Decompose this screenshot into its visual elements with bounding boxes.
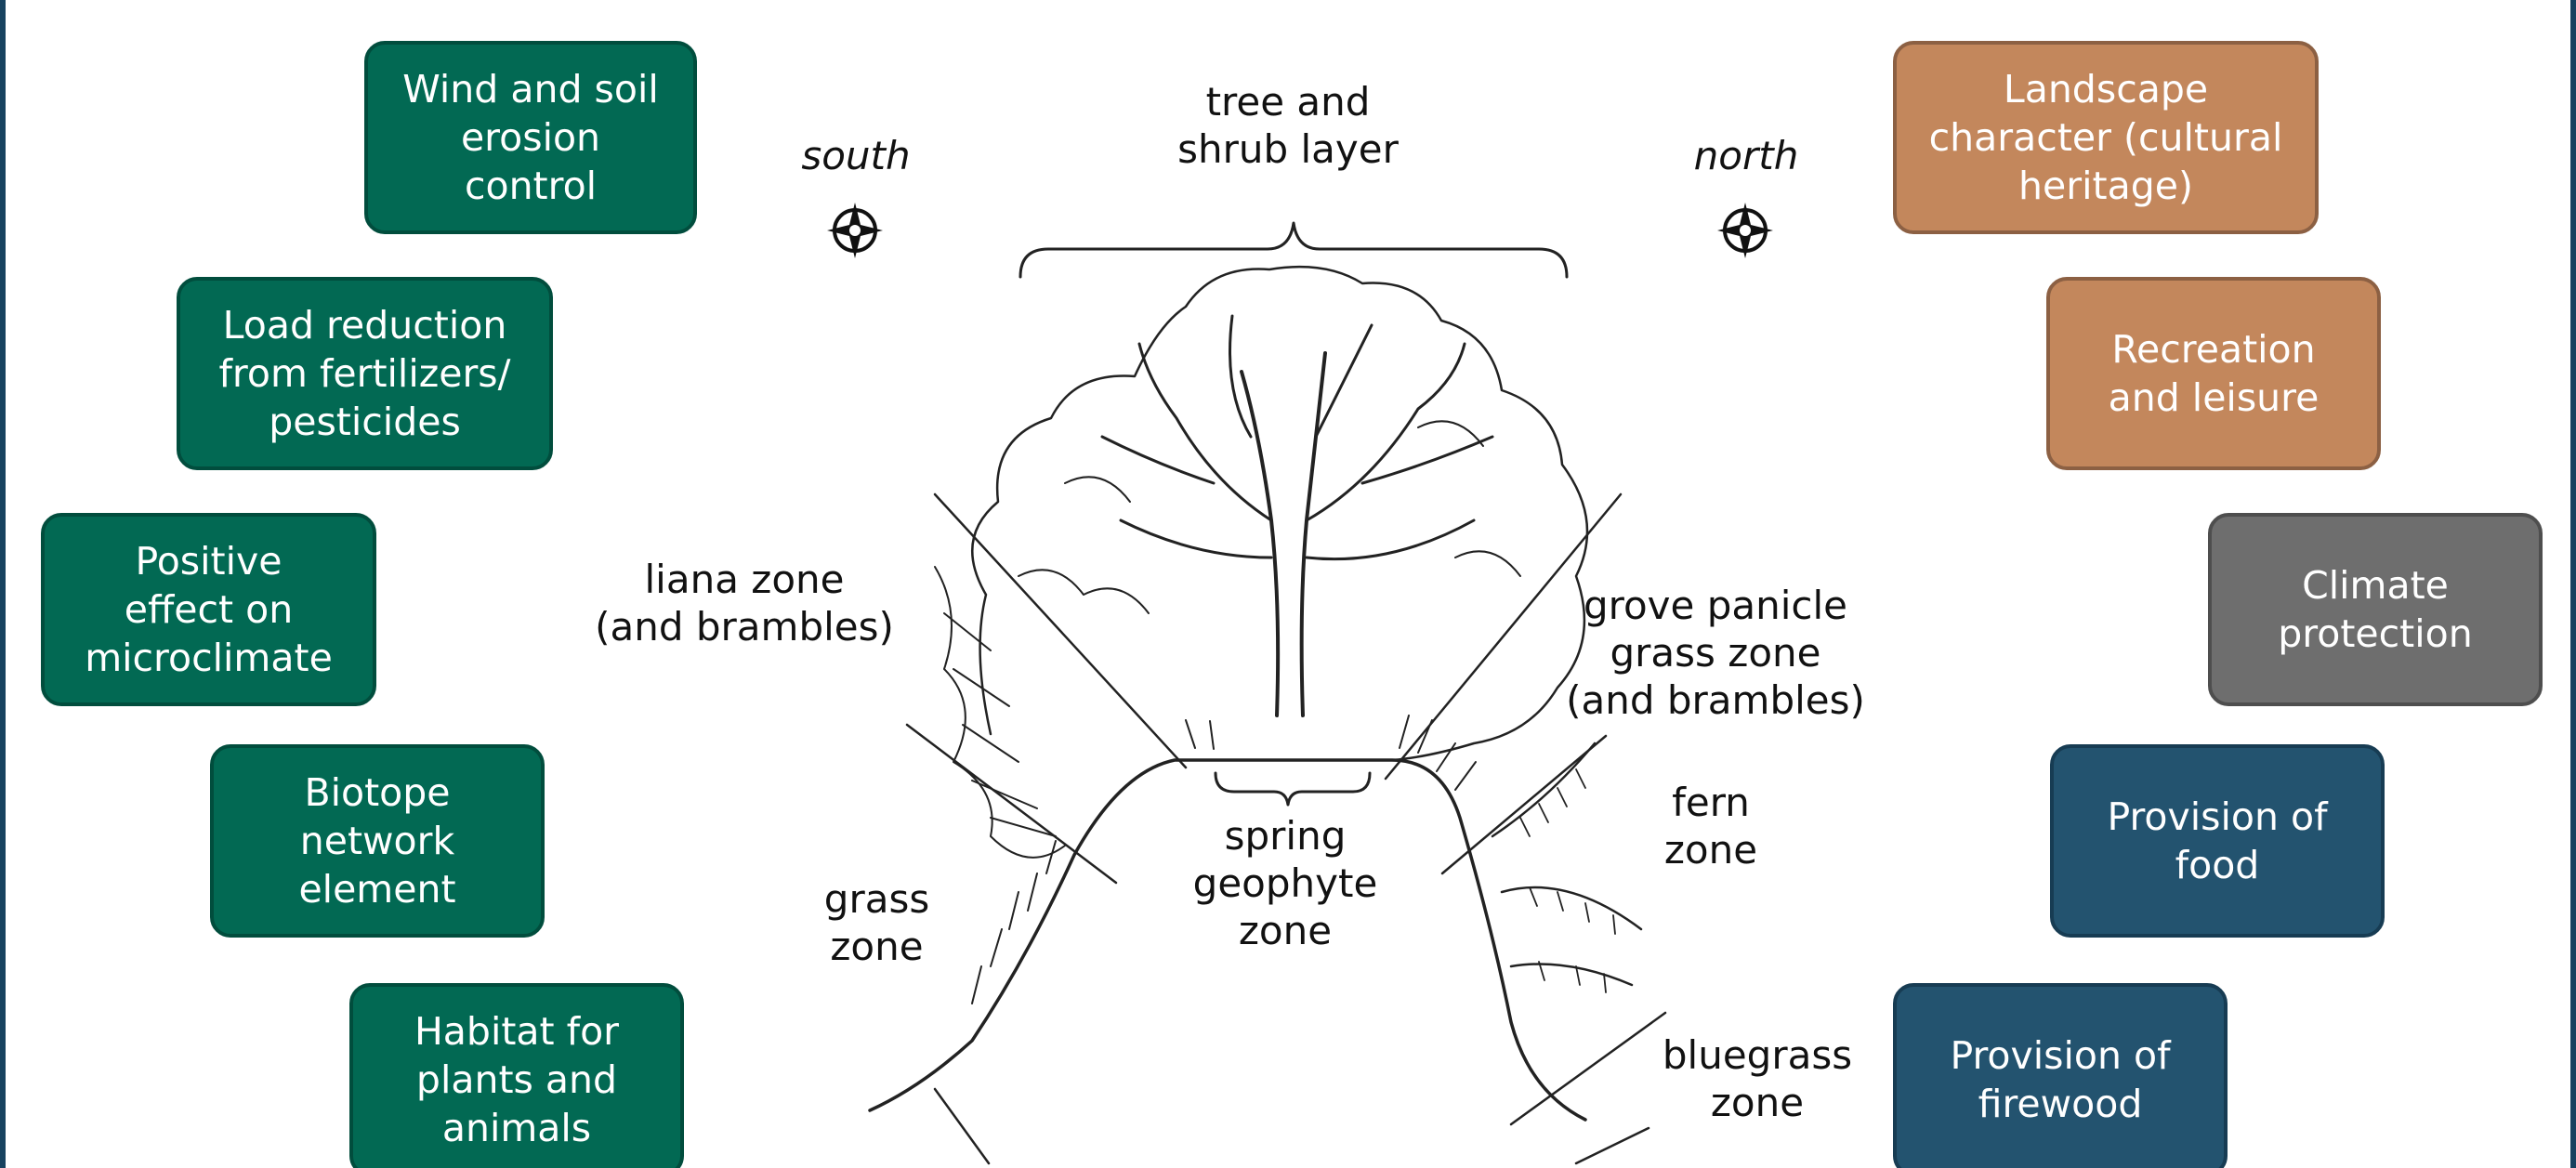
zone-line-grass-bottom [935,1089,989,1163]
function-box-recreation: Recreation and leisure [2046,277,2381,470]
tree-layer-bracket [1020,223,1567,277]
function-box-biotope-network: Biotope network element [210,744,545,938]
function-box-habitat: Habitat for plants and animals [349,983,684,1168]
zone-line-liana-top [935,494,1186,768]
tree-canopy [972,267,1587,760]
zone-label-liana: liana zone (and brambles) [572,556,916,650]
tree-trunk [1242,353,1325,715]
function-box-load-reduction: Load reduction from fertilizers/ pestici… [177,277,553,470]
zone-label-grove-panicle: grove panicle grass zone (and brambles) [1548,582,1883,724]
zone-line-liana-bottom [907,725,1116,883]
zone-label-grass: grass zone [791,875,963,970]
function-box-climate-protection: Climate protection [2208,513,2543,706]
zone-label-spring-geophyte: spring geophyte zone [1178,812,1392,954]
function-box-provision-firewood: Provision of firewood [1893,983,2228,1168]
compass-north-icon [1715,201,1775,260]
function-box-microclimate: Positive effect on microclimate [41,513,376,706]
zone-line-bluegrass-bottom [1576,1128,1649,1163]
zone-label-tree-shrub: tree and shrub layer [1130,78,1446,173]
function-box-provision-food: Provision of food [2050,744,2385,938]
zone-line-bluegrass-top [1511,1013,1665,1124]
fern-fronds [1492,743,1641,985]
zone-line-fern-top [1442,736,1606,873]
function-box-landscape-character: Landscape character (cultural heritage) [1893,41,2319,234]
zone-label-fern: fern zone [1623,779,1799,873]
direction-north-label: north [1669,132,1823,179]
zone-label-bluegrass: bluegrass zone [1646,1031,1869,1126]
direction-south-label: south [779,132,933,179]
geophyte-bracket [1216,773,1370,805]
compass-south-icon [825,201,885,260]
function-box-wind-soil-erosion: Wind and soil erosion control [364,41,697,234]
